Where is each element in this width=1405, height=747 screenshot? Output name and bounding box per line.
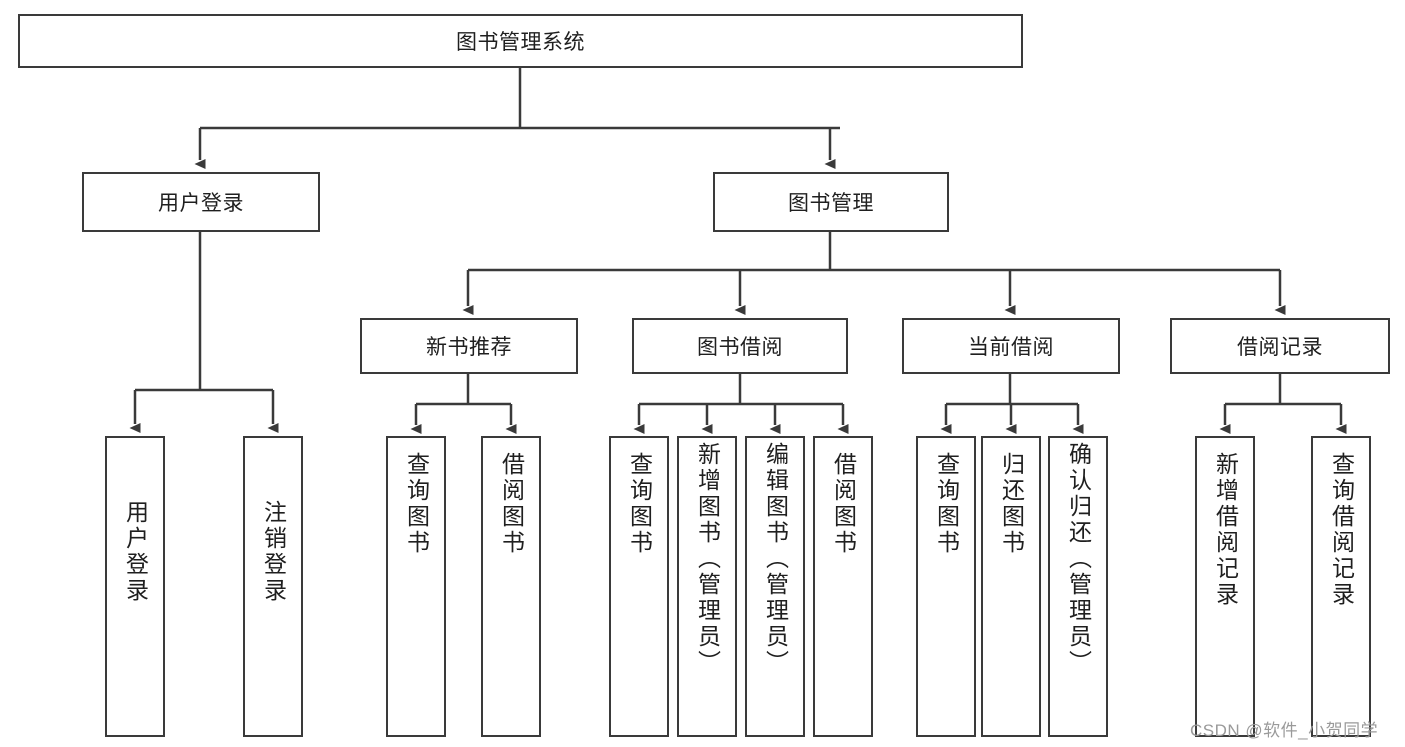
node-current-borrow[interactable]: 当前借阅 — [902, 318, 1120, 374]
node-leaf-user-login[interactable]: 用户登录 — [105, 436, 165, 737]
node-book-manage-label: 图书管理 — [788, 192, 874, 215]
node-leaf-add-book-label: 新增图书（管理员） — [694, 442, 721, 676]
node-leaf-user-login-label: 用户登录 — [122, 500, 149, 604]
node-leaf-query-book-3[interactable]: 查询图书 — [916, 436, 976, 737]
node-leaf-query-book-1-label: 查询图书 — [403, 452, 430, 556]
node-leaf-edit-book[interactable]: 编辑图书（管理员） — [745, 436, 805, 737]
node-leaf-borrow-book-1-label: 借阅图书 — [498, 452, 525, 556]
node-leaf-query-book-3-label: 查询图书 — [933, 452, 960, 556]
node-user-login-label: 用户登录 — [158, 192, 244, 215]
node-current-borrow-label: 当前借阅 — [968, 336, 1054, 359]
node-leaf-confirm-return[interactable]: 确认归还（管理员） — [1048, 436, 1108, 737]
node-leaf-query-record-label: 查询借阅记录 — [1328, 452, 1355, 608]
watermark: CSDN @软件_小贺同学 — [1190, 716, 1378, 741]
node-borrow-record-label: 借阅记录 — [1237, 336, 1323, 359]
node-leaf-add-record[interactable]: 新增借阅记录 — [1195, 436, 1255, 737]
node-leaf-confirm-return-label: 确认归还（管理员） — [1065, 442, 1092, 676]
node-leaf-query-book-2[interactable]: 查询图书 — [609, 436, 669, 737]
node-leaf-borrow-book-2[interactable]: 借阅图书 — [813, 436, 873, 737]
node-leaf-borrow-book-1[interactable]: 借阅图书 — [481, 436, 541, 737]
node-leaf-return-book-label: 归还图书 — [998, 452, 1025, 556]
node-leaf-add-book[interactable]: 新增图书（管理员） — [677, 436, 737, 737]
node-new-book-rec[interactable]: 新书推荐 — [360, 318, 578, 374]
node-root-label: 图书管理系统 — [456, 31, 585, 54]
node-leaf-edit-book-label: 编辑图书（管理员） — [762, 442, 789, 676]
node-new-book-rec-label: 新书推荐 — [426, 336, 512, 359]
node-borrow-record[interactable]: 借阅记录 — [1170, 318, 1390, 374]
node-leaf-borrow-book-2-label: 借阅图书 — [830, 452, 857, 556]
node-leaf-query-book-2-label: 查询图书 — [626, 452, 653, 556]
node-leaf-query-book-1[interactable]: 查询图书 — [386, 436, 446, 737]
node-leaf-add-record-label: 新增借阅记录 — [1212, 452, 1239, 608]
node-book-manage[interactable]: 图书管理 — [713, 172, 949, 232]
node-leaf-return-book[interactable]: 归还图书 — [981, 436, 1041, 737]
node-leaf-query-record[interactable]: 查询借阅记录 — [1311, 436, 1371, 737]
node-leaf-user-logout-label: 注销登录 — [260, 500, 287, 604]
node-root[interactable]: 图书管理系统 — [18, 14, 1023, 68]
node-book-borrow[interactable]: 图书借阅 — [632, 318, 848, 374]
node-book-borrow-label: 图书借阅 — [697, 336, 783, 359]
watermark-text: CSDN @软件_小贺同学 — [1190, 721, 1379, 740]
node-user-login[interactable]: 用户登录 — [82, 172, 320, 232]
node-leaf-user-logout[interactable]: 注销登录 — [243, 436, 303, 737]
